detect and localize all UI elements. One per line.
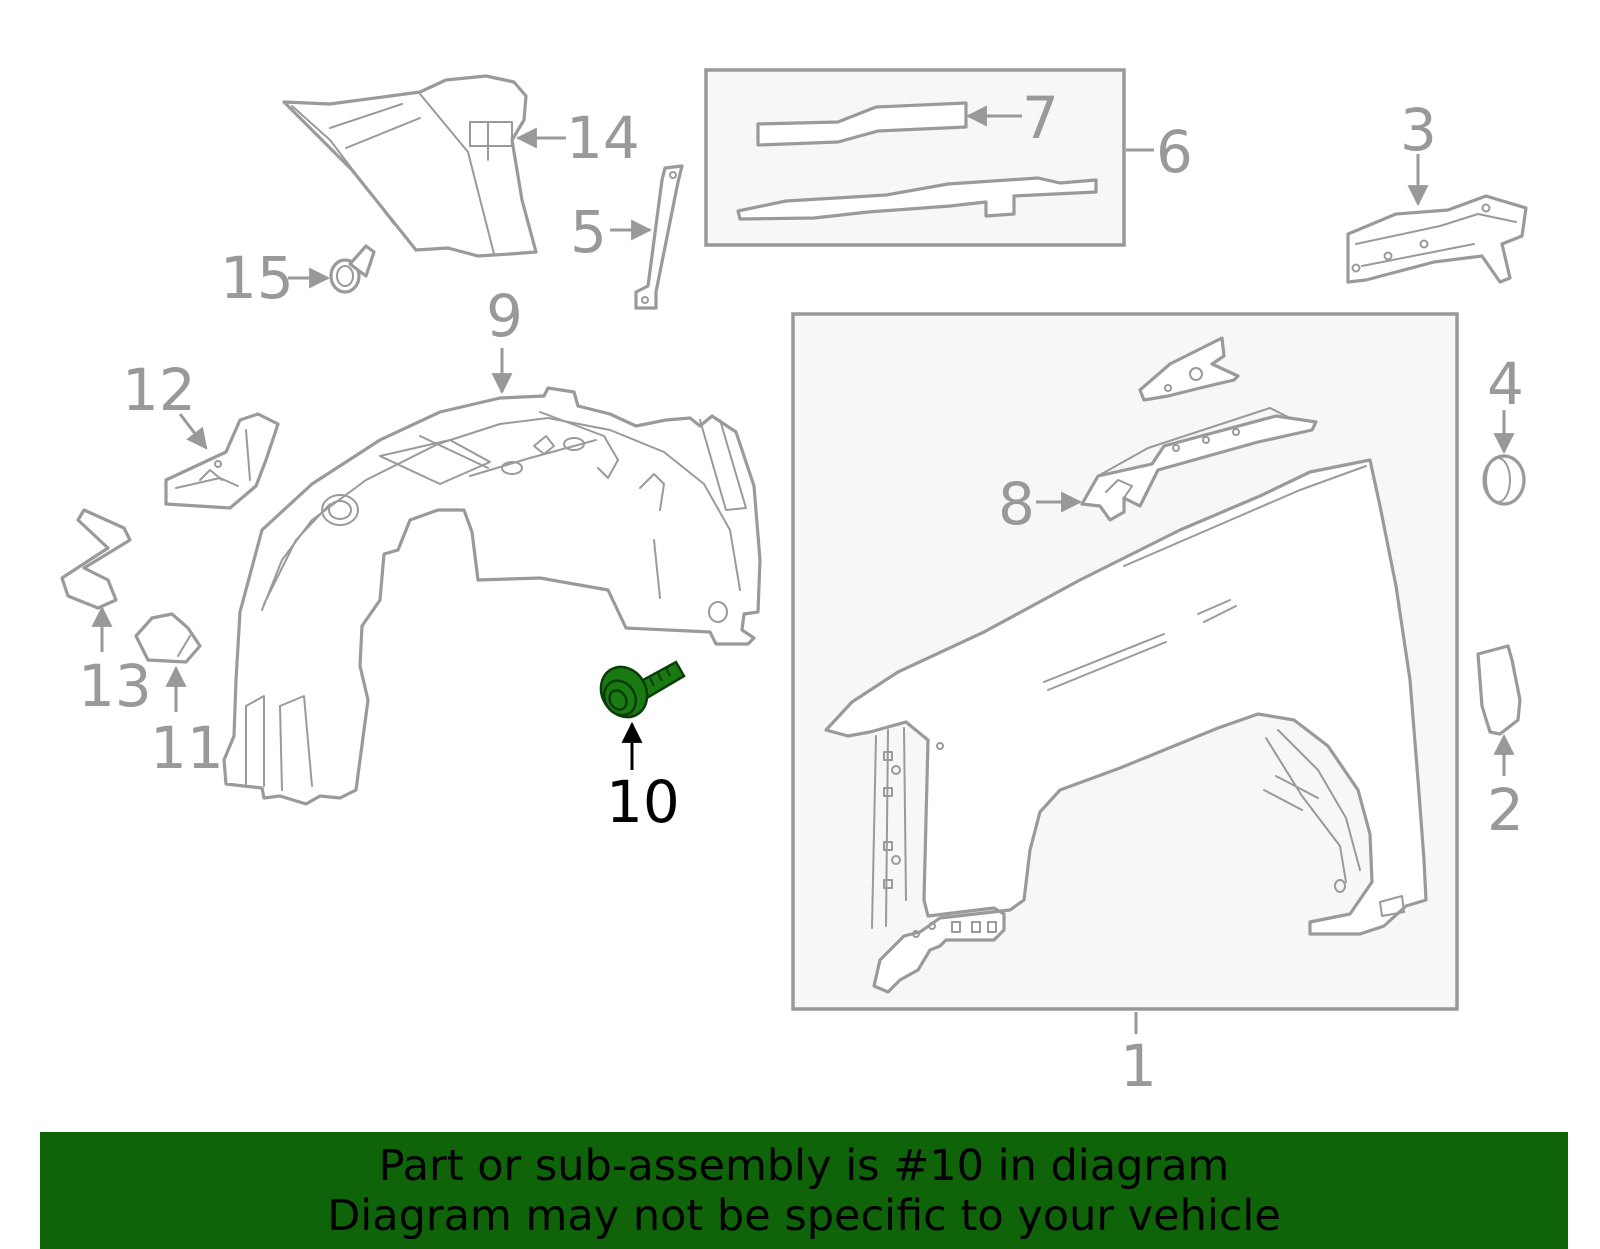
- part-9-wheel-liner: [222, 386, 762, 806]
- parts-diagram: 1 2 3 4 5 6 7 8 9 10 11 12 13 14 15: [60, 68, 1528, 1100]
- part-2-seal: [1476, 644, 1522, 736]
- callout-14: 14: [566, 104, 640, 172]
- banner-line-part-number: Part or sub-assembly is #10 in diagram: [378, 1140, 1230, 1191]
- part-1-fender: [824, 458, 1428, 994]
- part-5-brace: [634, 164, 684, 310]
- part-11-pad: [134, 612, 202, 664]
- callout-13: 13: [78, 652, 152, 720]
- callout-8: 8: [998, 470, 1035, 538]
- part-10-bolt[interactable]: [592, 658, 686, 725]
- part-1-upper-bracket: [1138, 336, 1240, 402]
- part-7-rail: [756, 101, 968, 147]
- part-6-rail: [736, 176, 1098, 221]
- callout-15: 15: [220, 244, 294, 312]
- callout-7: 7: [1022, 84, 1059, 152]
- callout-3: 3: [1400, 96, 1437, 164]
- part-14-liner: [282, 74, 538, 258]
- callout-4: 4: [1487, 350, 1524, 418]
- part-15-pin: [329, 244, 376, 294]
- callout-6: 6: [1156, 118, 1193, 186]
- info-banner: Part or sub-assembly is #10 in diagram D…: [40, 1132, 1568, 1249]
- callout-9: 9: [486, 282, 523, 350]
- callout-5: 5: [570, 198, 607, 266]
- callout-1: 1: [1120, 1032, 1157, 1100]
- part-12-bracket: [164, 412, 280, 510]
- callout-2: 2: [1487, 776, 1524, 844]
- callout-10[interactable]: 10: [606, 768, 680, 836]
- part-13-clip: [60, 508, 132, 610]
- banner-line-disclaimer: Diagram may not be specific to your vehi…: [327, 1190, 1281, 1241]
- part-8-bracket: [1080, 407, 1318, 522]
- part-4-grommet: [1482, 454, 1526, 506]
- callout-11: 11: [150, 714, 224, 782]
- part-3-bracket: [1346, 194, 1528, 284]
- callout-12: 12: [122, 356, 196, 424]
